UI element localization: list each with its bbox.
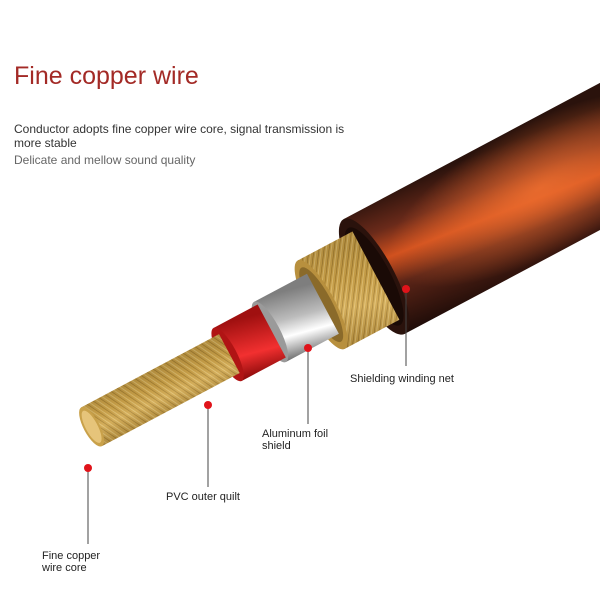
marker-dot [304,344,312,352]
label-core-line-2: wire core [42,562,87,574]
label-pvc: PVC outer quilt [166,491,240,503]
label-shielding: Shielding winding net [350,373,454,385]
description-line-3: Delicate and mellow sound quality [14,153,196,167]
callout-aluminum [304,344,312,424]
marker-dot [204,401,212,409]
marker-dot [402,285,410,293]
copper-core [79,334,240,447]
page-title: Fine copper wire [14,62,199,90]
label-aluminum-line-2: shield [262,440,291,452]
marker-dot [84,464,92,472]
label-aluminum-line-1: Aluminum foil [262,428,329,440]
callout-pvc [204,401,212,487]
description-line-1: Conductor adopts fine copper wire core, … [14,122,345,136]
callout-shielding [402,285,410,366]
label-core-line-1: Fine copper [42,550,101,562]
callout-core [84,464,92,544]
description-line-2: more stable [14,136,77,150]
